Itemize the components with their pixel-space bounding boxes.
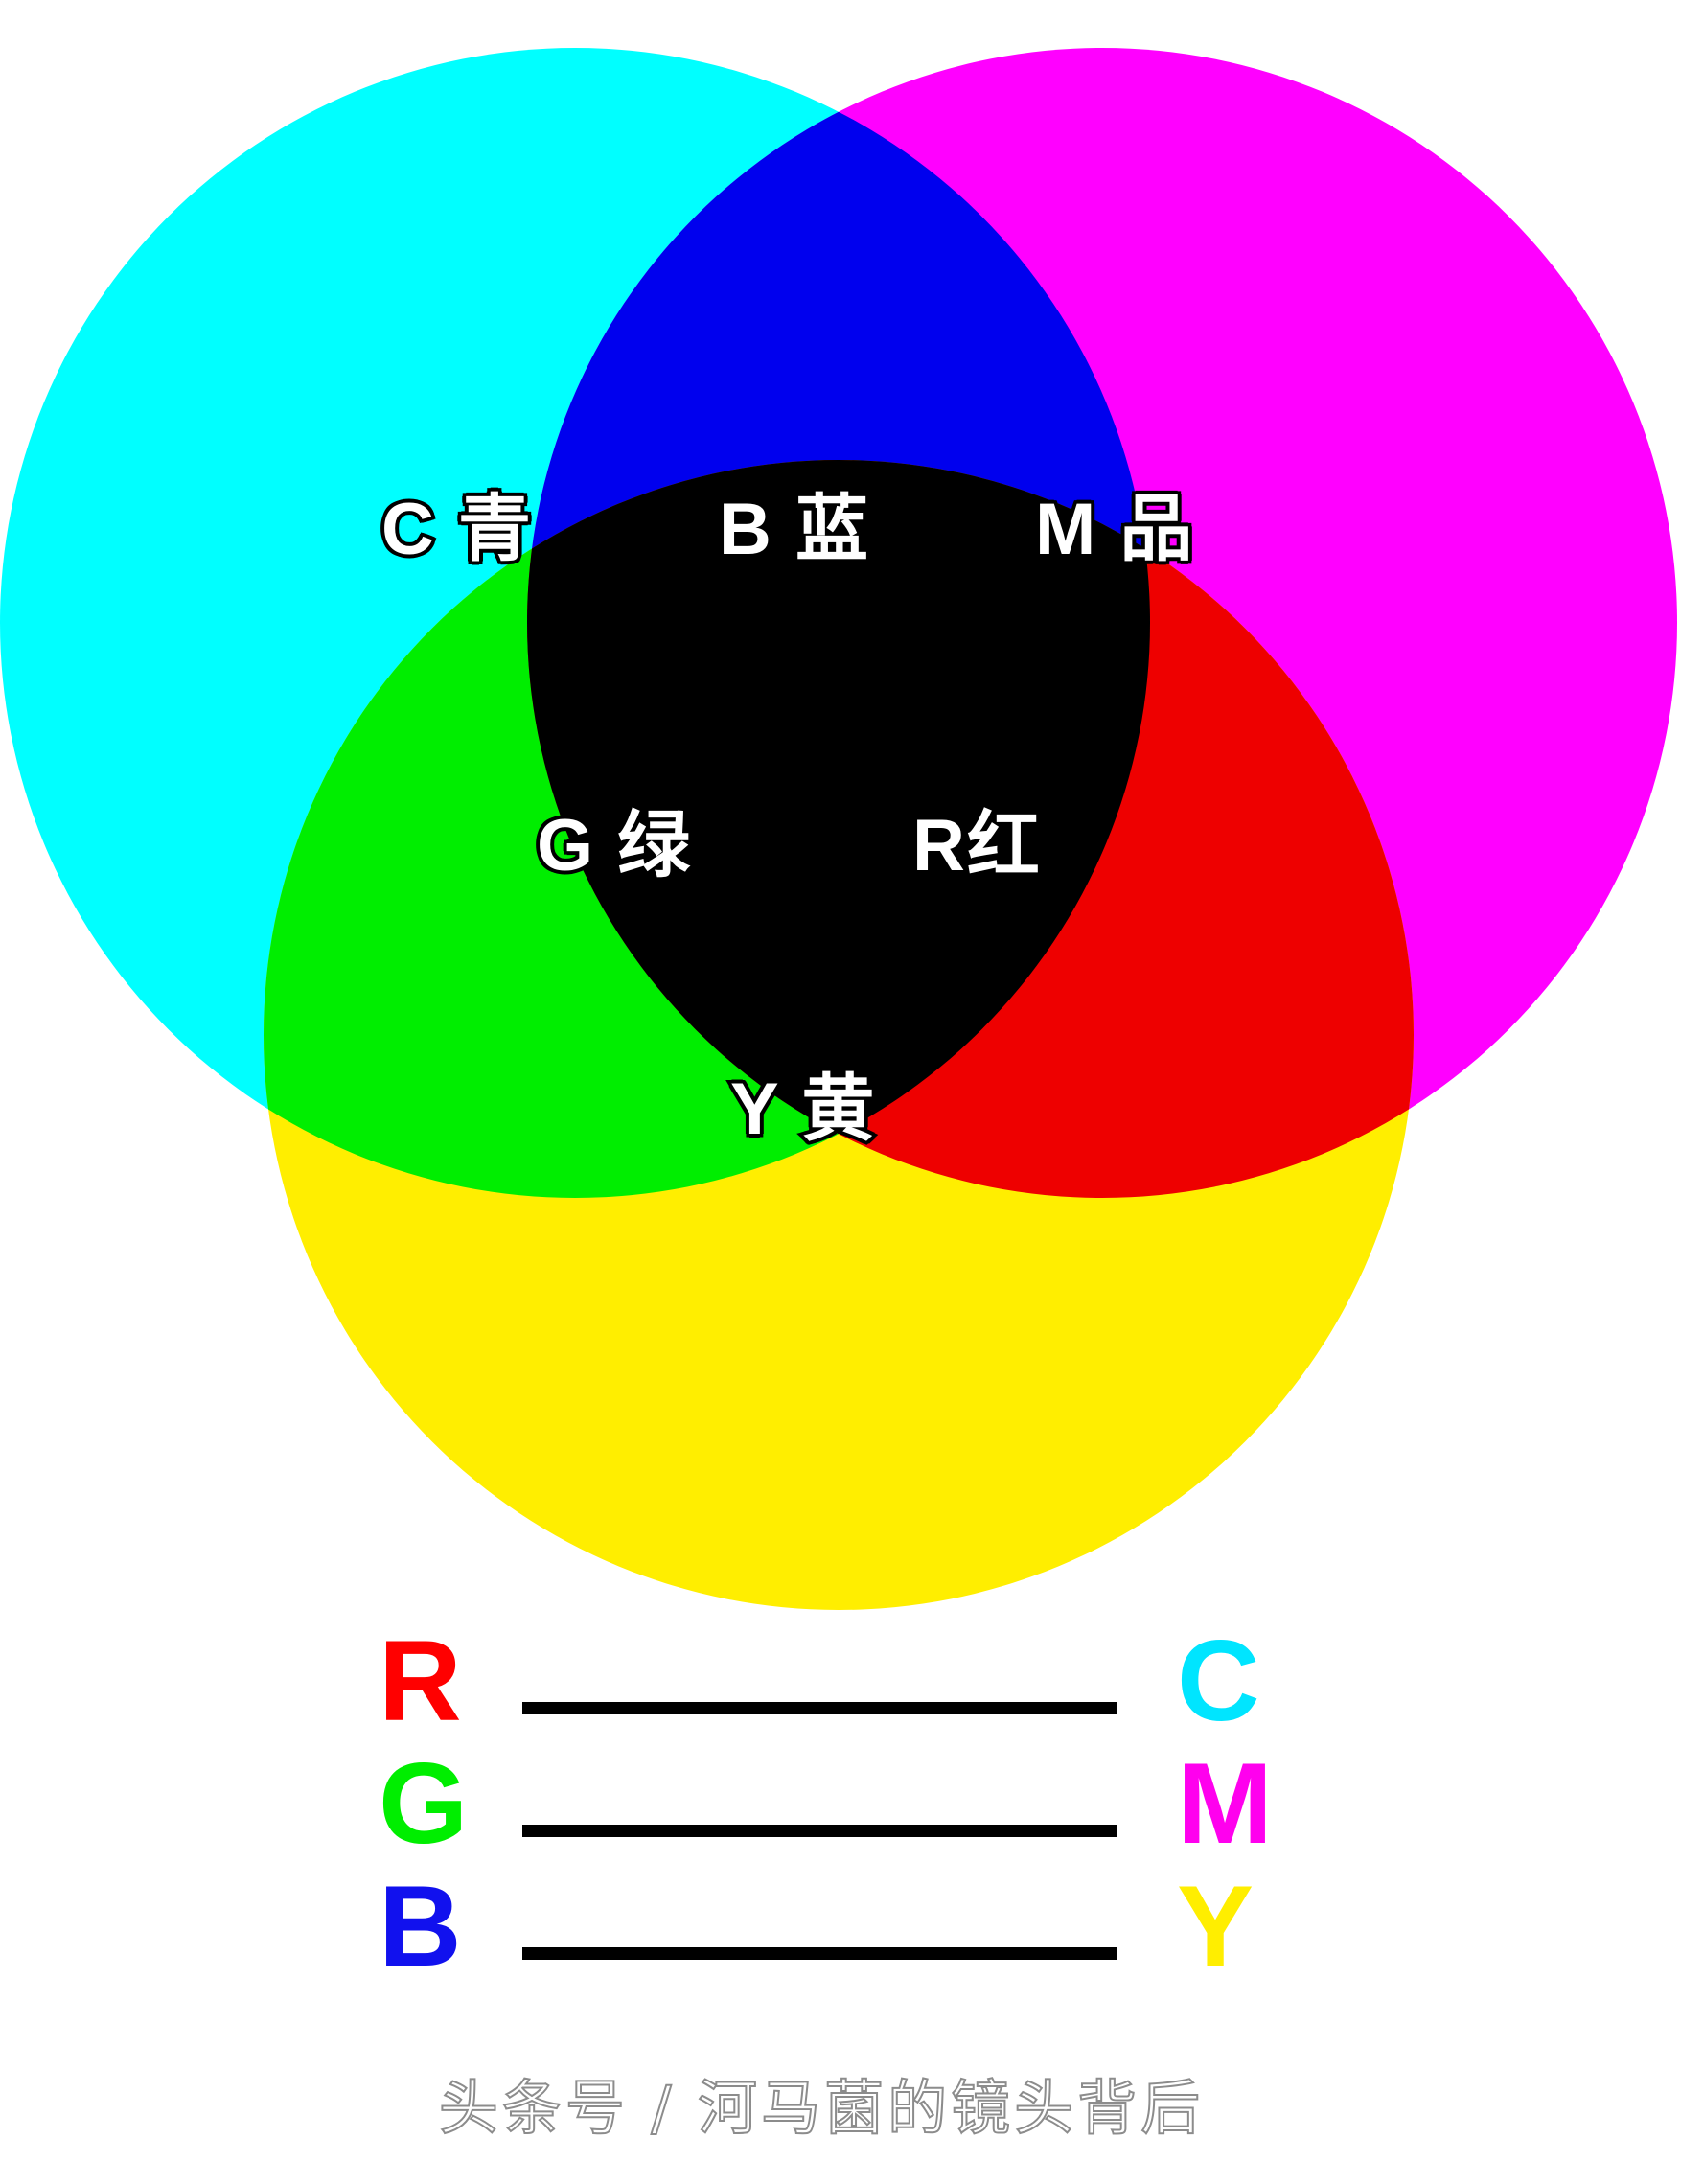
legend-row: B Y (0, 1865, 1681, 1988)
legend-right-letter: M (1177, 1739, 1273, 1868)
venn-overlap-black (527, 460, 1150, 1198)
legend-row: G M (0, 1742, 1681, 1865)
legend-left-letter: G (379, 1739, 469, 1868)
legend-row: R C (0, 1620, 1681, 1742)
legend-connector-line (522, 1702, 1117, 1714)
watermark: 头条号 / 河马菌的镜头背后 (0, 2070, 1681, 2148)
legend-connector-line (522, 1825, 1117, 1837)
legend-right-letter: C (1177, 1617, 1260, 1745)
venn-diagram-svg (0, 48, 1677, 1610)
legend-connector-line (522, 1947, 1117, 1960)
watermark-text: 头条号 / 河马菌的镜头背后 (438, 2072, 1205, 2144)
legend-right-letter: Y (1177, 1862, 1255, 1990)
legend-left-letter: B (379, 1862, 462, 1990)
venn-diagram: C 青 B 蓝 M 品 G 绿 R红 Y 黄 (0, 48, 1677, 1610)
legend-left-letter: R (379, 1617, 462, 1745)
complementary-pairs-legend: R C G M B Y (0, 1620, 1681, 1988)
